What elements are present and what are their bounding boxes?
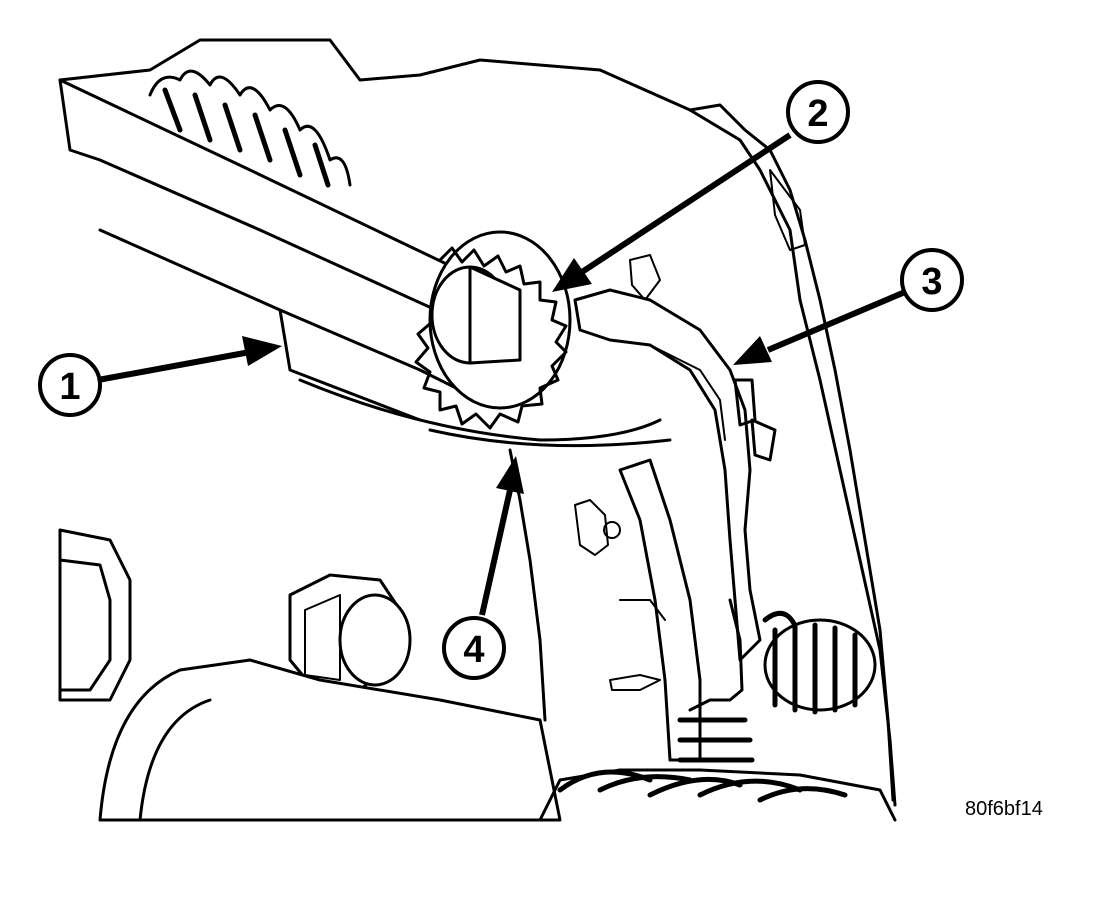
leader-1 [97,336,282,383]
hex-bolt [288,573,412,692]
leader-2 [552,132,792,292]
leader-lines [97,132,907,616]
brake-shoe [574,458,702,762]
adjuster-lever [573,288,777,662]
callout-3: 3 [900,248,964,312]
fitting [58,528,132,702]
callout-1-number: 1 [59,366,80,408]
adjuster-rod [58,78,482,422]
figure-code: 80f6bf14 [965,798,1043,820]
star-wheel [414,230,572,430]
callout-4: 4 [442,616,506,680]
wheel-cylinder [98,658,897,822]
leader-3 [733,289,907,365]
callout-2: 2 [786,80,850,144]
callout-3-number: 3 [921,261,942,303]
callout-4-number: 4 [463,629,484,671]
upper-spring [148,69,352,188]
leader-4 [479,456,524,616]
callout-1: 1 [38,353,102,417]
return-spring [677,598,877,763]
backing-plate [58,38,897,807]
callout-2-number: 2 [807,93,828,135]
